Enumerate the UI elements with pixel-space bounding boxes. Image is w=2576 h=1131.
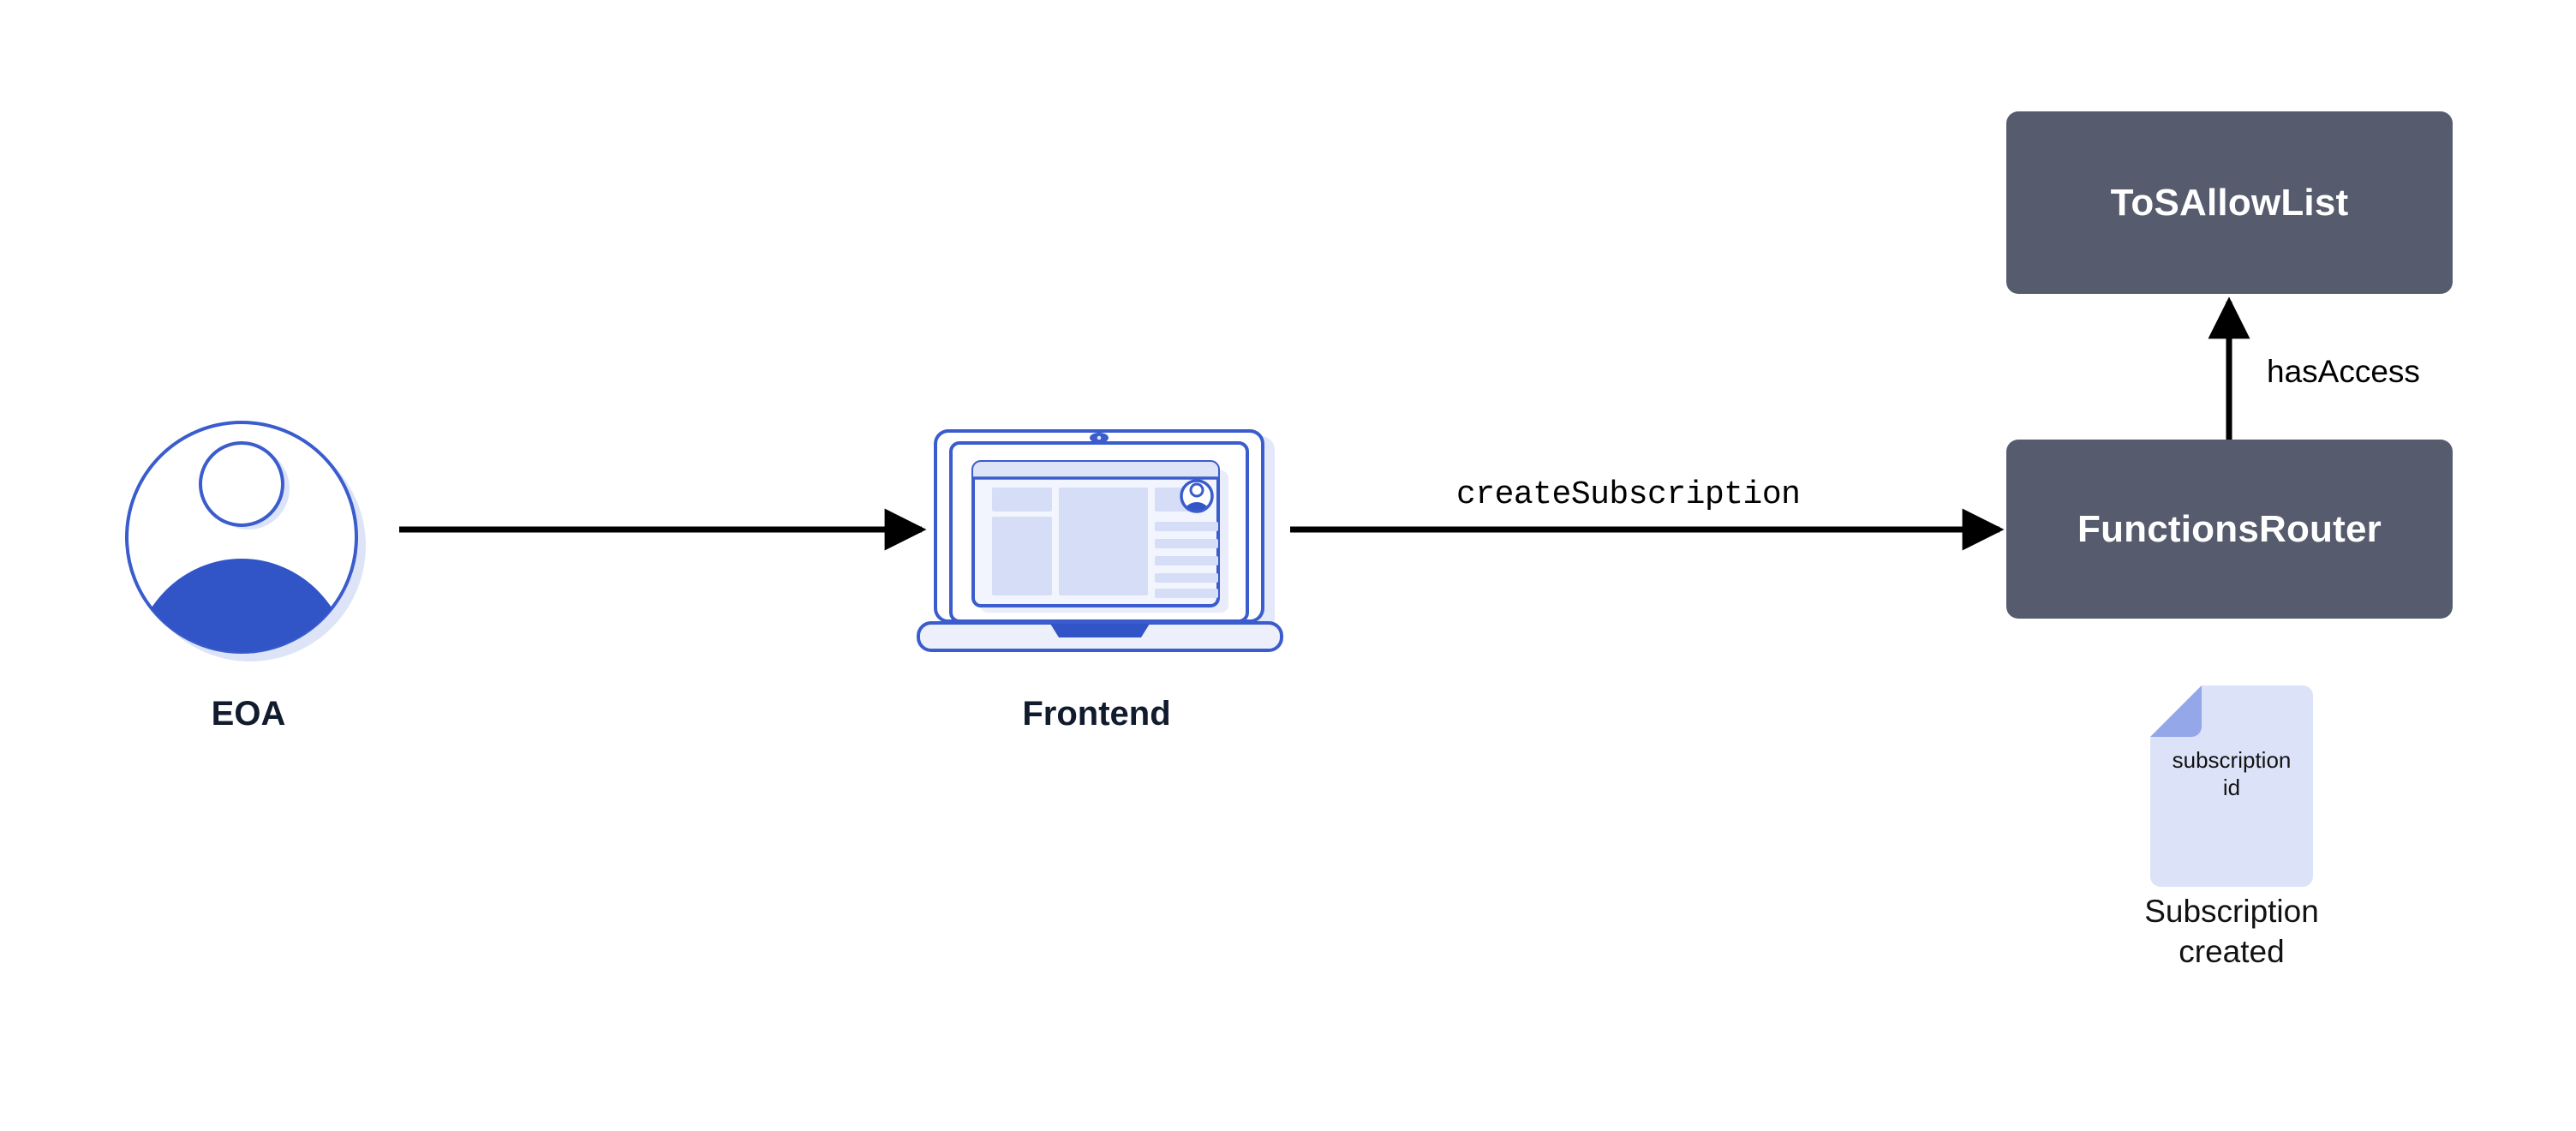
document-text: subscription id — [2150, 747, 2313, 801]
document-text-line-2: id — [2222, 774, 2241, 800]
user-avatar-icon — [120, 416, 368, 664]
functions-router-label: FunctionsRouter — [2077, 507, 2382, 550]
edge-label-create-subscription: createSubscription — [1456, 476, 1801, 513]
document-icon: subscription id — [2150, 685, 2313, 887]
subscription-created-line-1: Subscription — [2144, 894, 2319, 929]
laptop-icon — [917, 424, 1285, 664]
screen-avatar-icon — [1180, 479, 1214, 513]
subscription-created-label: Subscription created — [2082, 891, 2382, 972]
tos-allowlist-label: ToSAllowList — [2110, 181, 2349, 224]
frontend-label: Frontend — [1022, 695, 1171, 733]
subscription-created-line-2: created — [2179, 934, 2285, 970]
tos-allowlist-node[interactable]: ToSAllowList — [2006, 111, 2453, 294]
document-text-line-1: subscription — [2172, 747, 2292, 773]
eoa-label: EOA — [211, 695, 286, 733]
edge-label-has-access: hasAccess — [2267, 354, 2420, 389]
functions-router-node[interactable]: FunctionsRouter — [2006, 440, 2453, 619]
